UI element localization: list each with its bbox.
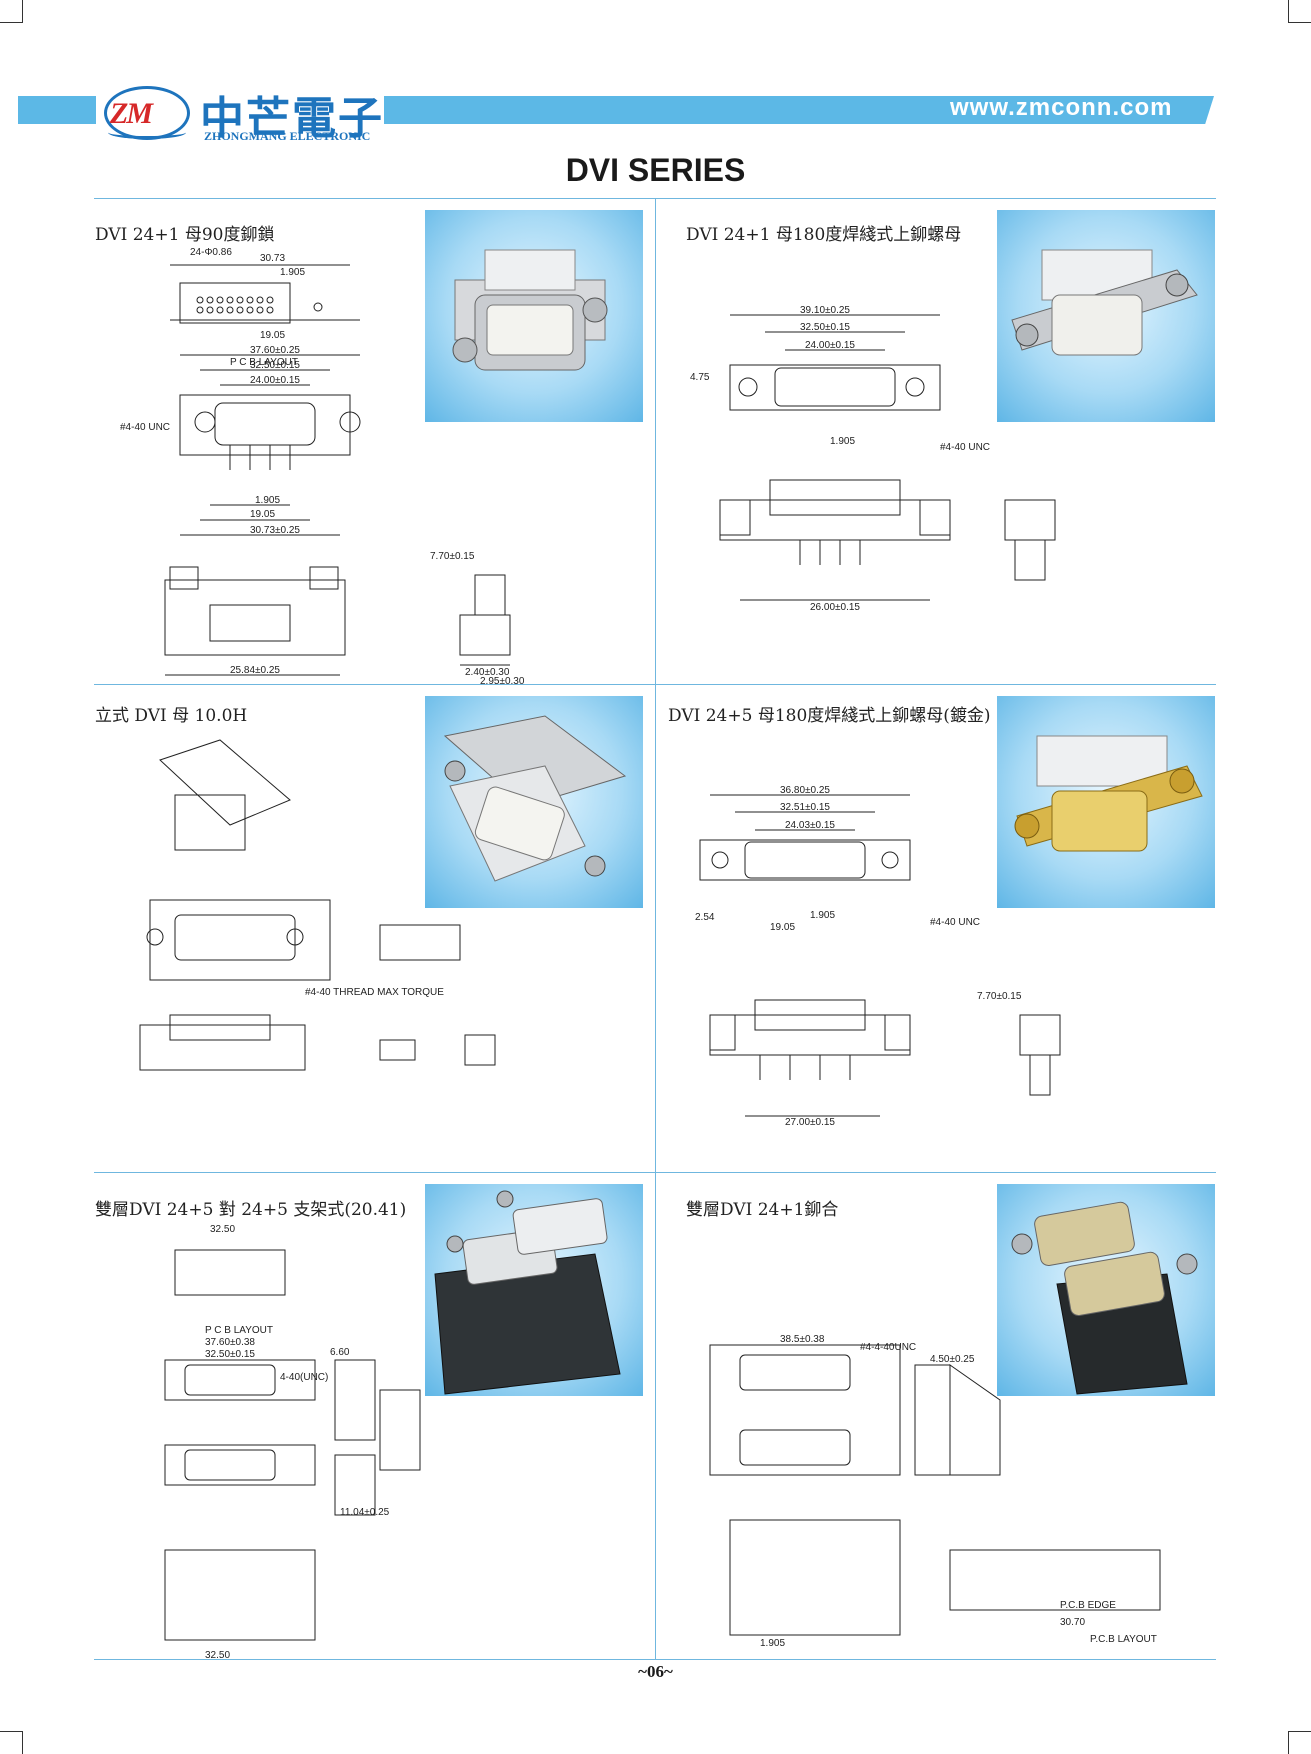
- brand-name-chinese: 中芒電子: [200, 93, 384, 144]
- dim-label: 24-Φ0.86: [190, 247, 232, 258]
- product-title-4: DVI 24+5 母180度焊綫式上鉚螺母(鍍金): [668, 706, 991, 726]
- zm-logo-text: ZM: [110, 97, 153, 130]
- dim-label: 4.75: [690, 372, 710, 383]
- dim-label: 32.50±0.15: [205, 1349, 255, 1360]
- dim-label: 2.40±0.30: [465, 667, 510, 678]
- header-band-middle: [384, 96, 928, 124]
- dim-label: 24.00±0.15: [805, 340, 855, 351]
- side-view-drawing-4: 7.70±0.15: [977, 991, 1105, 1125]
- crop-mark-bottom-right: [1288, 1731, 1311, 1754]
- pcb-layout-label: P C B LAYOUT: [205, 1325, 273, 1336]
- crop-mark-bottom-left: [0, 1731, 23, 1754]
- dim-label: 1.905: [760, 1638, 785, 1649]
- dim-label: 32.50±0.15: [800, 322, 850, 333]
- dim-label: #4-40 UNC: [120, 422, 170, 433]
- page-title: DVI SERIES: [565, 152, 746, 188]
- brand-name-english: ZHONGMANG ELECTRONIC: [204, 129, 371, 143]
- dim-label: 24.03±0.15: [785, 820, 835, 831]
- dim-label: #4-40 UNC: [940, 442, 990, 453]
- company-logo: ZM 中芒電子 ZHONGMANG ELECTRONIC: [104, 82, 386, 146]
- dim-label: 30.73±0.25: [250, 525, 300, 536]
- dim-label: 30.73: [260, 253, 285, 264]
- crop-mark-top-left: [0, 0, 23, 23]
- website-url[interactable]: www.zmconn.com: [950, 94, 1173, 121]
- technical-drawing-5: 32.50 P C B LAYOUT 37.60±0.38 32.50±0.15…: [110, 1224, 450, 1660]
- dim-label: 38.5±0.38: [780, 1334, 825, 1345]
- dim-label: 7.70±0.15: [977, 991, 1022, 1002]
- header-band-left: [18, 96, 96, 124]
- dim-label: 1.905: [280, 267, 305, 278]
- dim-label: 26.00±0.15: [810, 602, 860, 613]
- dim-label: 19.05: [250, 509, 275, 520]
- dim-label: 37.60±0.38: [205, 1337, 255, 1348]
- product-title-2: DVI 24+1 母180度焊綫式上鉚螺母: [686, 225, 962, 245]
- dim-label: 27.00±0.15: [785, 1117, 835, 1128]
- dim-label: 32.51±0.15: [780, 802, 830, 813]
- product-photo-5: [425, 1184, 643, 1396]
- pcb-layout-label: P.C.B LAYOUT: [1090, 1634, 1157, 1645]
- product-photo-6: [997, 1184, 1215, 1396]
- product-photo-4: [997, 696, 1215, 908]
- product-photo-2: [997, 210, 1215, 422]
- header-band-right: [920, 96, 1214, 124]
- side-view-drawing-1: 7.70±0.15 2.40±0.30 2.95±0.30: [430, 551, 525, 685]
- dim-label: 36.80±0.25: [780, 785, 830, 796]
- dim-label: 32.50: [210, 1224, 235, 1235]
- product-title-1: DVI 24+1 母90度鉚鎖: [95, 225, 275, 245]
- dim-label: 30.70: [1060, 1617, 1085, 1628]
- side-view-drawing-2: [995, 490, 1125, 610]
- product-title-3: 立式 DVI 母 10.0H: [95, 706, 248, 726]
- technical-drawing-4: 36.80±0.25 32.51±0.15 24.03±0.15 2.54 1.…: [695, 785, 980, 1128]
- dim-label: #4-40 UNC: [930, 917, 980, 928]
- dim-label: 2.54: [695, 912, 715, 923]
- logo-swoosh-icon: [108, 126, 186, 139]
- crop-mark-top-right: [1288, 0, 1311, 23]
- dim-label: 37.60±0.25: [250, 345, 300, 356]
- page-number: ~06~: [638, 1662, 673, 1681]
- dim-label: 4-40(UNC): [280, 1372, 328, 1383]
- dim-label: 7.70±0.15: [430, 551, 475, 562]
- dim-label: 39.10±0.25: [800, 305, 850, 316]
- technical-drawing-3: #4-40 THREAD MAX TORQUE: [130, 739, 650, 1170]
- product-photo-3: [425, 696, 643, 908]
- dim-label: 1.905: [255, 495, 280, 506]
- product-title-5: 雙層DVI 24+5 對 24+5 支架式(20.41): [95, 1200, 407, 1220]
- dim-label: 1.905: [810, 910, 835, 921]
- technical-drawing-6: 38.5±0.38 #4-4-40UNC 4.50±0.25 P.C.B EDG…: [660, 1334, 1210, 1649]
- dim-label: 6.60: [330, 1347, 350, 1358]
- dim-label: 32.50±0.15: [250, 360, 300, 371]
- dim-label: 19.05: [770, 922, 795, 933]
- dim-label: 2.95±0.30: [480, 676, 525, 685]
- product-photo-1: [425, 210, 643, 422]
- dim-label: 25.84±0.25: [230, 665, 280, 676]
- dim-label: 24.00±0.15: [250, 375, 300, 386]
- pcb-edge-label: P.C.B EDGE: [1060, 1600, 1116, 1611]
- product-title-6: 雙層DVI 24+1鉚合: [686, 1200, 839, 1220]
- dim-label: 4.50±0.25: [930, 1354, 975, 1365]
- dim-label: 19.05: [260, 330, 285, 341]
- dim-label: 1.905: [830, 436, 855, 447]
- dim-label: 11.04±0.25: [340, 1507, 390, 1518]
- dim-label: 32.50: [205, 1650, 230, 1660]
- technical-drawing-2: 39.10±0.25 32.50±0.15 24.00±0.15 4.75 1.…: [690, 305, 990, 613]
- technical-drawing-1: 30.73 24-Φ0.86 1.905 19.05 P C B LAYOUT …: [120, 247, 410, 676]
- divider-column: [655, 198, 656, 1660]
- dim-label: #4-40 THREAD MAX TORQUE: [305, 987, 444, 998]
- dim-label: #4-4-40UNC: [860, 1342, 916, 1353]
- pcb-layout-label: P C B LAYOUT: [230, 357, 298, 368]
